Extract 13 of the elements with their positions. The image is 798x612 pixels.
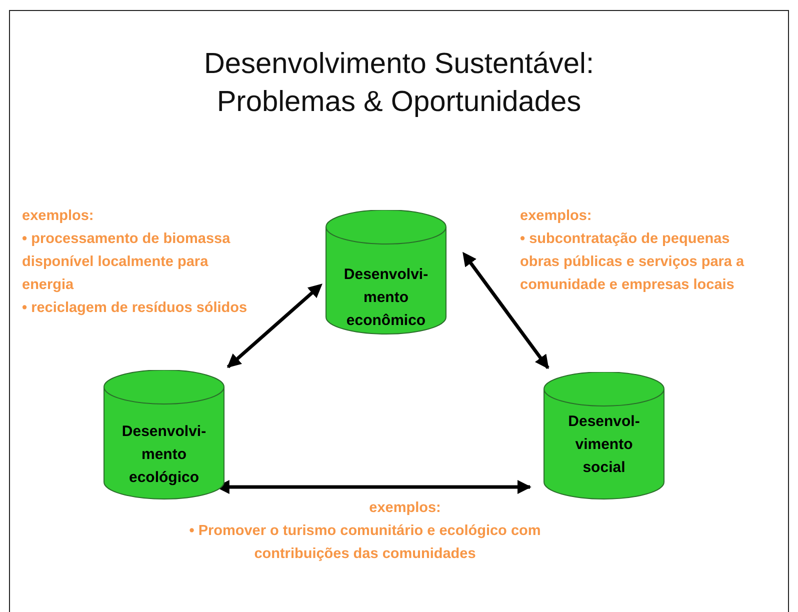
title: Desenvolvimento Sustentável: Problemas & Oportunidades [202, 47, 596, 120]
example-text: • subcontratação de pequenas obras públicas e serviços para a comunidade e empresas locais [520, 230, 746, 295]
node-label: Desenvol- vimento social [568, 412, 640, 478]
example-text: exemplos: [520, 207, 593, 226]
example-text: • reciclagem de resíduos sólidos [22, 299, 248, 318]
double-arrow [226, 284, 322, 368]
example-text: exemplos: [22, 207, 95, 226]
example-text: • processamento de biomassa disponível localmente para energia [22, 230, 232, 295]
node-label: Desenvolvi- mento econômico [344, 265, 428, 331]
node-label: Desenvolvi- mento ecológico [122, 422, 206, 488]
double-arrow [462, 252, 550, 370]
example-text: • Promover o turismo comunitário e ecológico com contribuições das comunidades [188, 522, 542, 564]
example-text: exemplos: [368, 499, 442, 518]
